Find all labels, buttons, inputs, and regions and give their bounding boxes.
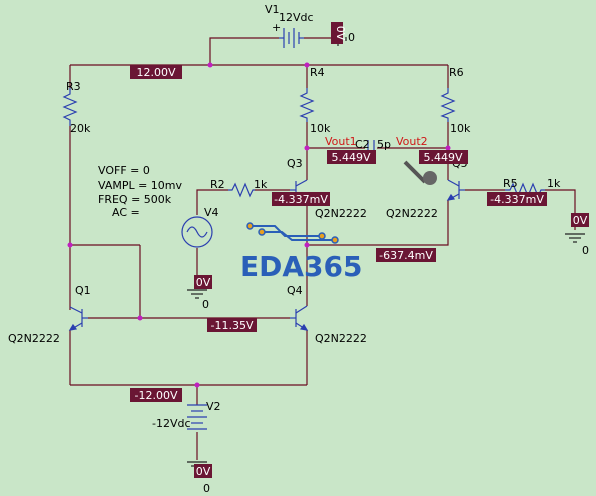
tag-q5-base-text: -4.337mV	[490, 193, 544, 206]
tag-gnd-v4-text: 0V	[196, 276, 211, 289]
tag-mirror-base[interactable]: -11.35V	[207, 318, 257, 332]
junction-dot	[67, 242, 73, 248]
tag-vee[interactable]: -12.00V	[130, 388, 182, 402]
q4-model: Q2N2222	[315, 332, 367, 345]
tag-gnd-r5-text: 0V	[573, 214, 588, 227]
junctions	[67, 62, 451, 388]
v4-source[interactable]	[181, 216, 213, 248]
tag-vcc[interactable]: 12.00V	[130, 65, 182, 79]
tag-vout2[interactable]: 5.449V	[419, 150, 468, 164]
v1-value: 12Vdc	[279, 11, 314, 24]
tag-vout1[interactable]: 5.449V	[327, 150, 376, 164]
r4-resistor[interactable]	[299, 88, 315, 122]
q1-ref: Q1	[75, 284, 91, 297]
v2-gnd-label: 0	[203, 482, 210, 495]
r5-gnd-label: 0	[582, 244, 589, 257]
tag-emitter-node-text: -637.4mV	[379, 249, 433, 262]
wire-v4-r2	[196, 189, 228, 215]
wire-r5-gnd	[545, 189, 576, 230]
q4-transistor[interactable]	[290, 305, 309, 331]
r3-ref: R3	[66, 80, 81, 93]
wire-q5-emitter	[307, 200, 449, 246]
tag-gnd-v2[interactable]: 0V	[194, 464, 212, 478]
v4-param-vampl: VAMPL = 10mv	[98, 179, 183, 192]
v2-ref: V2	[206, 400, 221, 413]
r6-ref: R6	[449, 66, 464, 79]
r2-resistor[interactable]	[228, 182, 255, 198]
tag-q5-base[interactable]: -4.337mV	[487, 192, 547, 206]
v4-param-voff: VOFF = 0	[98, 164, 150, 177]
q3-model: Q2N2222	[315, 207, 367, 220]
v4-ref: V4	[204, 206, 219, 219]
r3-resistor[interactable]	[62, 88, 78, 126]
junction-dot	[304, 62, 310, 68]
junction-dot	[207, 62, 213, 68]
tag-mirror-base-text: -11.35V	[211, 319, 254, 332]
q1-transistor[interactable]	[68, 306, 88, 331]
tag-q3-base[interactable]: -4.337mV	[272, 192, 330, 206]
v2-battery[interactable]	[187, 404, 207, 430]
r6-value: 10k	[450, 122, 471, 135]
junction-dot	[137, 315, 143, 321]
c2-ref: C2	[355, 138, 370, 151]
v1-ref: V1	[265, 3, 280, 16]
junction-dot	[194, 382, 200, 388]
r5-ground-icon	[565, 233, 585, 243]
tag-vout2-text: 5.449V	[423, 151, 462, 164]
v1-gnd-label: 0	[348, 31, 355, 44]
v1-battery[interactable]	[279, 28, 304, 48]
wire-v1-neg	[209, 37, 279, 65]
q5-model: Q2N2222	[386, 207, 438, 220]
tag-vout1-text: 5.449V	[331, 151, 370, 164]
r6-resistor[interactable]	[440, 88, 456, 122]
net-label-vout1: Vout1	[325, 135, 357, 148]
v4-gnd-label: 0	[202, 298, 209, 311]
plus-sign: +	[272, 21, 281, 34]
v4-param-freq: FREQ = 500k	[98, 193, 172, 206]
probe-cursor-icon[interactable]	[403, 160, 437, 185]
c2-value: 5p	[377, 138, 391, 151]
tag-emitter-node[interactable]: -637.4mV	[376, 248, 436, 262]
r4-value: 10k	[310, 122, 331, 135]
sine-wave-icon	[186, 226, 208, 238]
v1-gnd-voltage: 0V	[334, 26, 347, 41]
tag-gnd-v2-text: 0V	[196, 465, 211, 478]
q4-ref: Q4	[287, 284, 303, 297]
junction-dot	[445, 145, 451, 151]
q3-ref: Q3	[287, 157, 303, 170]
net-label-vout2: Vout2	[396, 135, 428, 148]
v2-value: -12Vdc	[152, 417, 191, 430]
v4-ground-icon	[187, 289, 207, 299]
tag-gnd-v4[interactable]: 0V	[194, 275, 212, 289]
v1-gnd-tag[interactable]	[331, 22, 343, 44]
q5-transistor[interactable]	[446, 179, 465, 201]
r5-ref: R5	[503, 177, 518, 190]
r2-value: 1k	[254, 178, 268, 191]
junction-dot	[304, 145, 310, 151]
v4-param-ac: AC =	[112, 206, 140, 219]
tag-vcc-text: 12.00V	[136, 66, 175, 79]
r4-ref: R4	[310, 66, 325, 79]
eda365-logo: EDA365	[240, 222, 363, 283]
q1-model: Q2N2222	[8, 332, 60, 345]
tag-vee-text: -12.00V	[135, 389, 178, 402]
junction-dot	[304, 242, 310, 248]
r5-value: 1k	[547, 177, 561, 190]
r3-value: 20k	[70, 122, 91, 135]
tag-gnd-r5[interactable]: 0V	[571, 213, 589, 227]
tag-q3-base-text: -4.337mV	[274, 193, 328, 206]
watermark-text: EDA365	[240, 250, 363, 283]
r2-ref: R2	[210, 178, 225, 191]
